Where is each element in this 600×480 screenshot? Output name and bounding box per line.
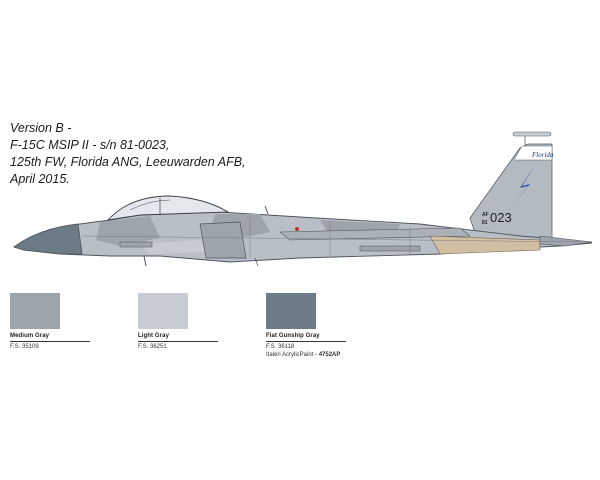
air-intake [199,221,247,259]
tail-band [513,145,553,161]
fs-code: F.S. 35109 [10,344,39,350]
color-chip [10,293,60,329]
paint-code: 4752AP [318,352,341,358]
f15-profile-illustration: Florida AF 81 023 [13,131,593,267]
color-name: Medium Gray [10,333,50,339]
swatch-medium-gray: Medium Gray F.S. 35109 [10,293,90,350]
color-chip [266,293,316,329]
radome [13,223,83,255]
color-chip [138,293,188,329]
fs-code: F.S. 36251 [138,344,167,350]
paint-label: Italeri AcrylicPaint - [266,352,319,358]
tail-code: AF [482,212,489,218]
caption-line: Version B - [10,121,72,135]
swatch-flat-gunship-gray: Flat Gunship Gray F.S. 36118 Italeri Acr… [266,293,346,358]
paint-reference: Italeri AcrylicPaint - 4752AP [266,352,346,358]
caption-line: 125th FW, Florida ANG, Leeuwarden AFB, [10,155,246,169]
wing [279,227,471,241]
color-name: Light Gray [138,333,170,339]
tail-year: 81 [482,220,488,226]
fs-code: F.S. 36118 [266,344,295,350]
tail-number: 023 [490,210,512,225]
canopy [106,195,230,221]
caption-line: April 2015. [10,172,70,186]
color-name: Flat Gunship Gray [266,333,320,339]
swatch-light-gray: Light Gray F.S. 36251 [138,293,218,350]
caption-line: F-15C MSIP II - s/n 81-0023, [10,138,170,152]
tail-florida-text: Florida [531,151,554,159]
version-caption: Version B - F-15C MSIP II - s/n 81-0023,… [10,120,246,188]
horizontal-stabilizer [539,235,593,247]
